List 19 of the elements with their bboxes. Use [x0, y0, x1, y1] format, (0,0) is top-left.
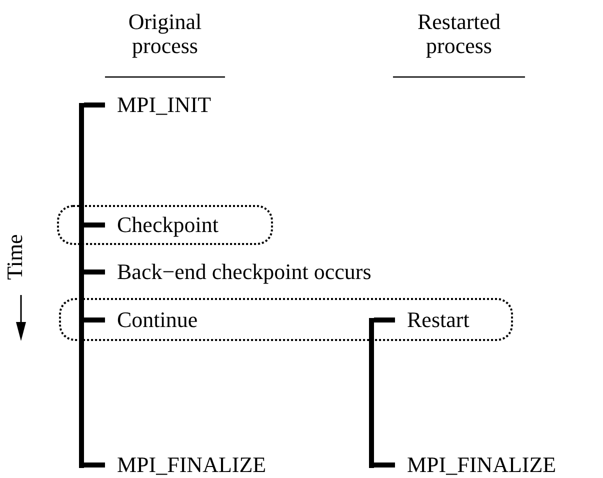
event-label: Continue — [105, 305, 225, 335]
timeline-tick — [84, 462, 105, 468]
timeline-bar — [79, 102, 84, 468]
event-label: Checkpoint — [105, 210, 245, 240]
event-label: Restart — [395, 305, 495, 335]
timeline-bar — [369, 318, 374, 468]
event-label: Back−end checkpoint occurs — [105, 257, 415, 287]
axis-label: Time — [0, 234, 28, 280]
timeline-tick — [84, 222, 105, 228]
timeline-tick — [84, 318, 105, 322]
event-label: MPI_FINALIZE — [395, 450, 575, 478]
event-label: MPI_FINALIZE — [105, 450, 285, 478]
timeline-tick — [374, 462, 395, 468]
timeline-tick — [84, 270, 105, 274]
timeline-tick — [374, 318, 395, 322]
event-label: MPI_INIT — [105, 90, 255, 120]
column-heading: Restarted process — [416, 10, 502, 58]
column-heading: Original process — [127, 10, 203, 58]
timeline-tick — [84, 102, 105, 108]
